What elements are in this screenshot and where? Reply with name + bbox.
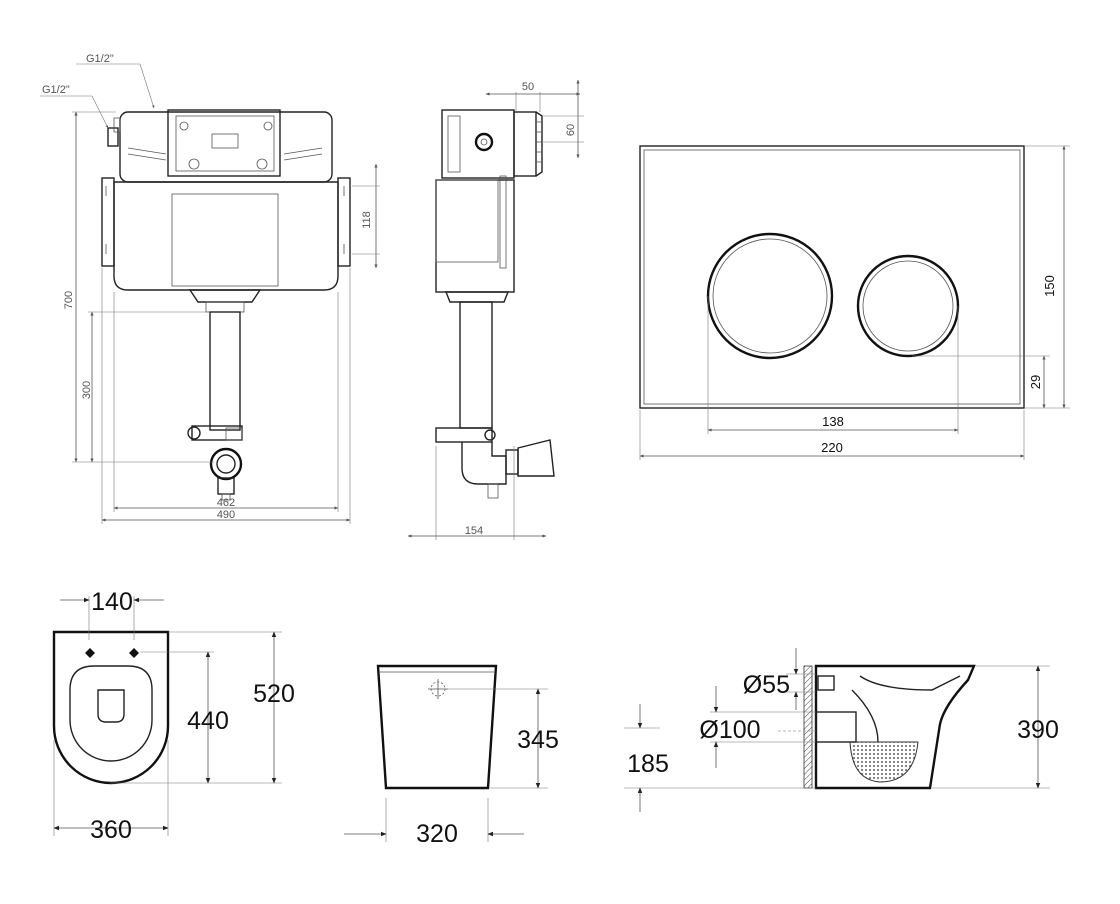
plate-height-label: 150 xyxy=(1042,275,1057,297)
back-height-label: 345 xyxy=(517,726,559,754)
toilet-back-dimensions: 345 320 xyxy=(344,688,559,848)
large-flush-button xyxy=(706,232,834,360)
button-span-label: 138 xyxy=(822,414,844,429)
toilet-top-view xyxy=(52,630,170,785)
height-label: 700 xyxy=(63,291,75,309)
button-offset-label: 29 xyxy=(1028,375,1043,389)
depth-top-label: 50 xyxy=(522,81,534,93)
flange-label: 60 xyxy=(565,124,577,136)
hole-spacing-label: 140 xyxy=(91,588,133,616)
cistern-side-dimensions: 50 60 118 154 xyxy=(352,79,584,540)
outlet-height-label: 300 xyxy=(81,381,93,399)
toilet-side-dimensions: Ø55 Ø100 185 390 xyxy=(624,648,1059,812)
plate-width-label: 220 xyxy=(821,440,843,455)
pipe-side-label: G1/2" xyxy=(42,84,70,96)
small-flush-button xyxy=(856,254,960,358)
cistern-front-dimensions: G1/2" G1/2" 700 300 462 490 xyxy=(40,53,351,524)
toilet-depth-label: 520 xyxy=(253,680,295,708)
depth-label: 154 xyxy=(465,525,483,537)
toilet-top-dimensions: 140 440 520 360 xyxy=(53,588,295,844)
toilet-width-label: 360 xyxy=(90,816,132,844)
flush-plate xyxy=(639,145,1025,409)
cistern-side-view xyxy=(435,109,555,499)
cistern-front-view xyxy=(101,109,351,501)
back-width-label: 320 xyxy=(416,820,458,848)
inner-width-label: 462 xyxy=(217,497,235,509)
inlet-diameter-label: Ø55 xyxy=(743,671,790,699)
toilet-back-view xyxy=(376,664,498,790)
flush-plate-dimensions: 150 29 138 220 xyxy=(639,145,1070,460)
outlet-height-185-label: 185 xyxy=(627,750,669,778)
depth-inner-label: 440 xyxy=(187,707,229,735)
toilet-side-view xyxy=(778,664,976,790)
outer-width-label: 490 xyxy=(217,509,235,521)
bracket-label: 118 xyxy=(361,211,373,229)
pipe-top-label: G1/2" xyxy=(86,53,114,65)
outlet-diameter-label: Ø100 xyxy=(699,716,760,744)
side-height-label: 390 xyxy=(1017,716,1059,744)
